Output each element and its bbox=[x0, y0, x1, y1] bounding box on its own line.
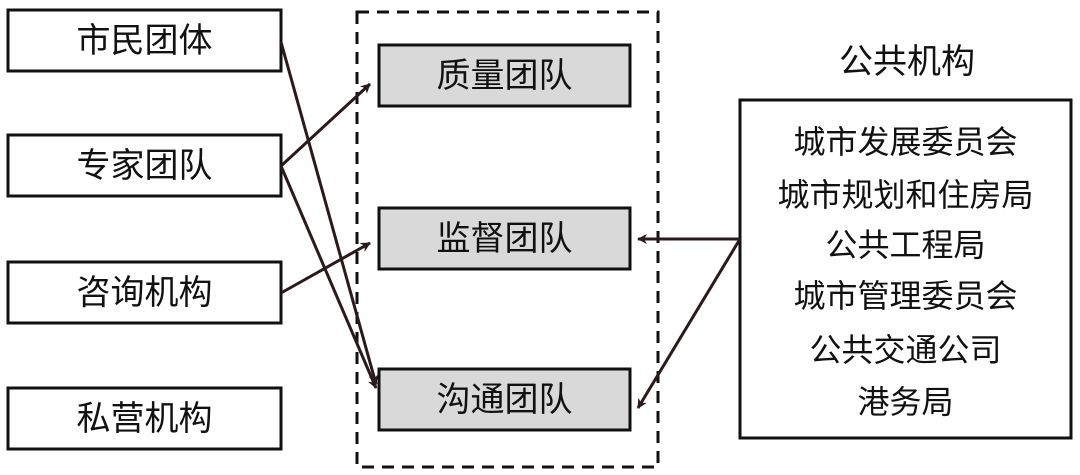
public-institution-item: 城市规划和住房局 bbox=[777, 176, 1033, 214]
left-entity-box-consulting: 咨询机构 bbox=[6, 260, 283, 325]
team-label: 沟通团队 bbox=[437, 380, 573, 420]
arrow-citizen-to-communication bbox=[279, 41, 379, 385]
left-entity-label: 专家团队 bbox=[77, 146, 213, 186]
left-entity-label: 私营机构 bbox=[77, 399, 213, 439]
team-box-supervision: 监督团队 bbox=[377, 206, 632, 271]
public-institutions-box: 城市发展委员会 城市规划和住房局 公共工程局 城市管理委员会 公共交通公司 港务… bbox=[738, 98, 1073, 440]
arrow-public-to-communication bbox=[636, 238, 742, 409]
arrow-expert-to-quality bbox=[279, 82, 372, 168]
left-entity-label: 咨询机构 bbox=[77, 273, 213, 313]
team-label: 质量团队 bbox=[437, 56, 573, 96]
arrow-expert-to-communication bbox=[279, 165, 378, 389]
team-label: 监督团队 bbox=[437, 219, 573, 259]
public-institution-item: 公共工程局 bbox=[825, 226, 985, 264]
public-institution-item: 城市发展委员会 bbox=[793, 123, 1017, 161]
arrow-consulting-to-supervision bbox=[280, 241, 371, 295]
public-institution-item: 城市管理委员会 bbox=[793, 277, 1017, 315]
public-institution-item: 公共交通公司 bbox=[809, 331, 1001, 369]
team-box-quality: 质量团队 bbox=[377, 43, 632, 108]
public-institutions-heading: 公共机构 bbox=[839, 42, 975, 82]
team-box-communication: 沟通团队 bbox=[377, 367, 632, 432]
left-entity-box-citizen-groups: 市民团体 bbox=[6, 8, 283, 73]
left-entity-label: 市民团体 bbox=[77, 21, 213, 61]
public-institution-item: 港务局 bbox=[857, 383, 953, 421]
left-entity-box-expert-team: 专家团队 bbox=[6, 133, 283, 198]
left-entity-box-private: 私营机构 bbox=[6, 386, 283, 451]
